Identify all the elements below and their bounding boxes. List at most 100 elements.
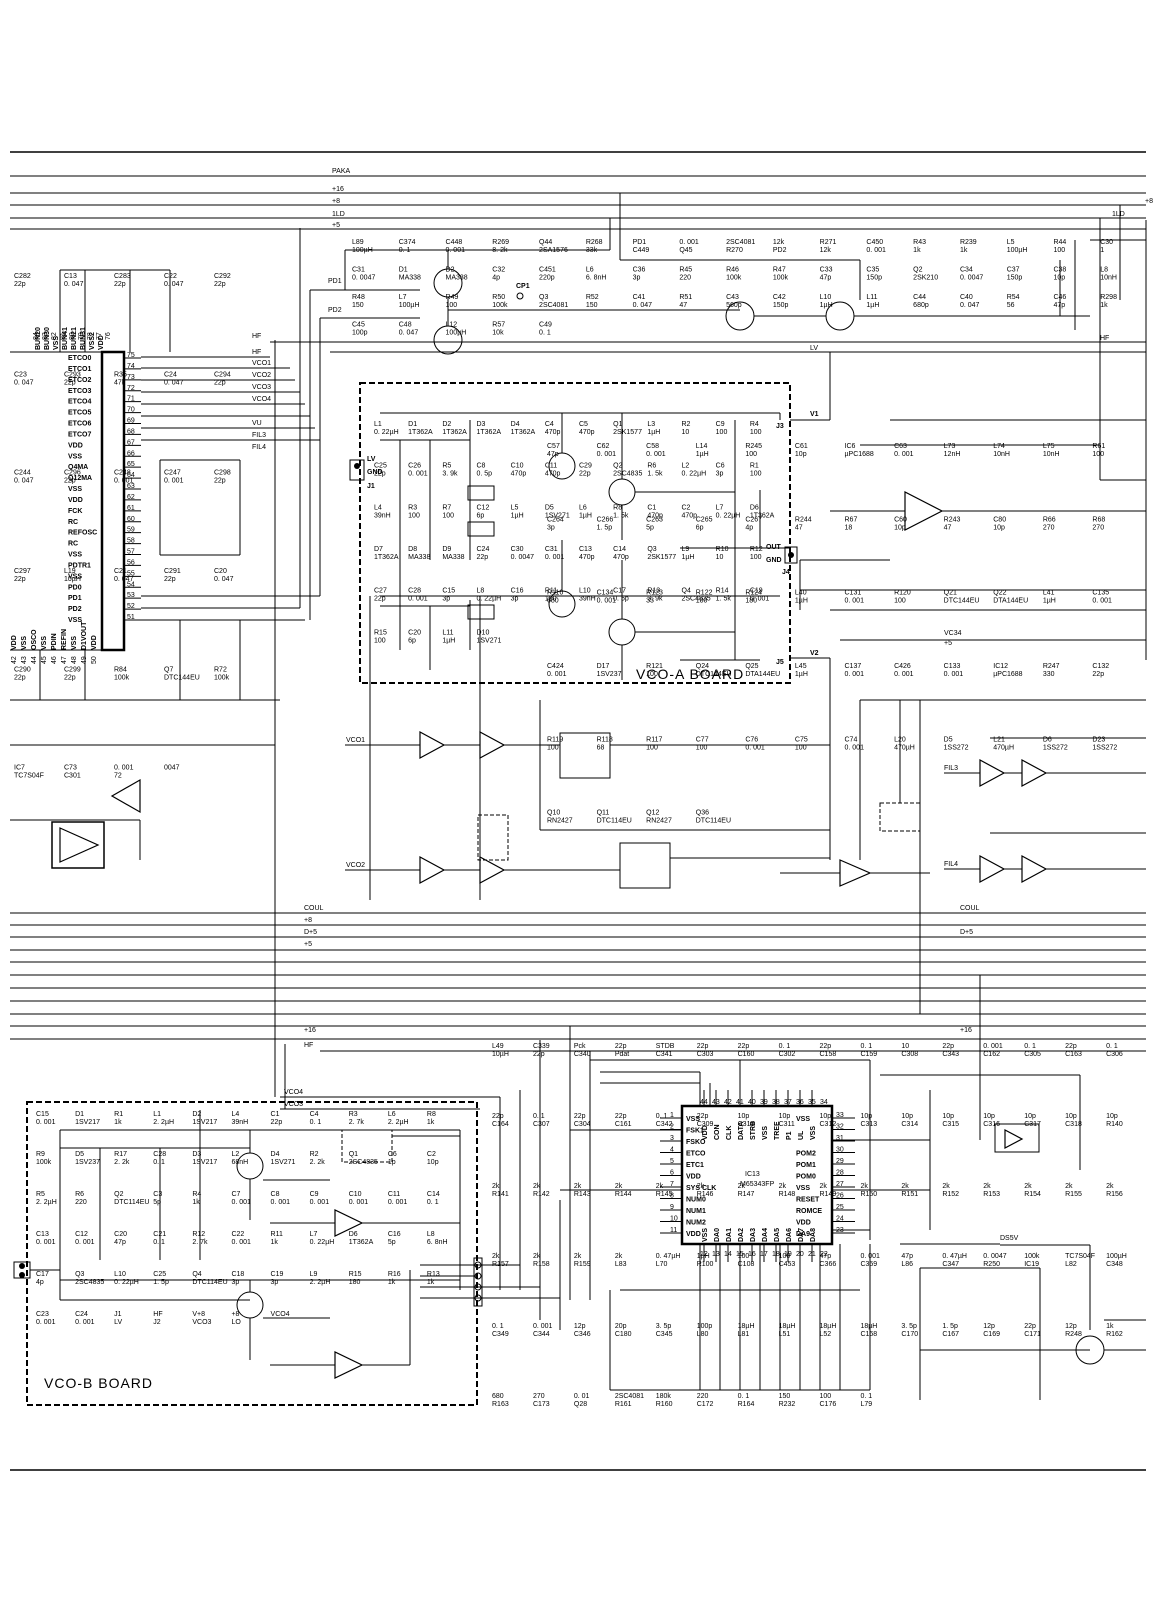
right-part-value: 10nH (993, 451, 1010, 458)
right-part-value: 1SS272 (1092, 744, 1117, 751)
ic-left-top-pin-number: 84 (33, 332, 40, 340)
top-part-value: 1µH (866, 302, 879, 309)
right-part-designator: Q12 (646, 810, 659, 817)
top-part-value: 150p (773, 302, 789, 309)
right-part-designator: Q22 (993, 590, 1006, 597)
right-part-value: DTA144EU (745, 671, 780, 678)
bottom-part-designator: 22p (574, 1113, 586, 1120)
right-part-designator: Q10 (547, 810, 560, 817)
vco-a-part-designator: R4 (750, 421, 759, 428)
vco-b-part-value: J2 (153, 1319, 161, 1326)
vco-a-part-designator: C16 (511, 588, 524, 595)
ic13-bottom-pin-name: DA7 (798, 1228, 805, 1242)
top-part-designator: C37 (1007, 267, 1020, 274)
left-part-value: 22p (14, 281, 26, 288)
vco-b-part-designator: R2 (310, 1151, 319, 1158)
top-part-value: 0. 1 (539, 330, 551, 337)
ic-left-pin-name: ETCO4 (68, 399, 91, 406)
top-part-designator: R57 (492, 322, 505, 329)
bottom-part-designator: 3. 5p (656, 1323, 672, 1330)
bottom-part-value: C346 (574, 1331, 591, 1338)
vco-a-part-designator: C28 (408, 588, 421, 595)
vco-b-part-designator: R17 (114, 1151, 127, 1158)
bottom-part-designator: 22p (697, 1113, 709, 1120)
vco-b-part-value: 0. 001 (271, 1199, 291, 1206)
vco-b-part-designator: C2 (427, 1151, 436, 1158)
bus-label-plus8b: +8 (304, 917, 312, 924)
left-part-designator: C22 (164, 273, 177, 280)
ic13-bottom-pin-number: 16 (748, 1251, 756, 1258)
ic-left-pin-name: PD0 (68, 584, 82, 591)
ic13-bottom-pin-number: 18 (772, 1251, 780, 1258)
top-part-value: 10p (1053, 275, 1065, 282)
right-part-value: RN2427 (646, 818, 672, 825)
vco-a-part-value: 1. 5k (716, 596, 732, 603)
ic13-left-pin-number: 4 (670, 1147, 674, 1154)
vco-a-part-value: 3p (716, 471, 724, 478)
top-part-value: 100µH (1007, 247, 1028, 254)
left-part-designator: L19 (64, 568, 76, 575)
right-part-value: DTC144EU (944, 598, 980, 605)
top-part-designator: L8 (1100, 267, 1108, 274)
bottom-part-value: C340 (574, 1051, 591, 1058)
ic13-top-pin-name: CLK (726, 1126, 733, 1140)
vco-a-part-value: 3. 9k (442, 471, 458, 478)
vco-b-part-designator: R8 (427, 1111, 436, 1118)
vco-b-part-designator: C28 (153, 1151, 166, 1158)
ic13-left-pin-number: 2 (670, 1124, 674, 1131)
right-part-value: 100 (894, 598, 906, 605)
bottom-part-value: R153 (983, 1191, 1000, 1198)
ic-left-pin-number: 75 (127, 352, 135, 359)
bottom-part-designator: 2k (942, 1183, 950, 1190)
bottom-part-designator: 0. 1 (492, 1323, 504, 1330)
ic13-top-pin-name: VDD (702, 1125, 709, 1140)
vco-b-part-designator: C17 (36, 1271, 49, 1278)
right-part-value: 100 (646, 744, 658, 751)
vco-b-part-designator: C7 (231, 1191, 240, 1198)
vco-a-part-value: 6p (408, 637, 416, 644)
bottom-part-designator: 18µH (779, 1323, 796, 1330)
top-part-designator: C30 (1100, 239, 1113, 246)
top-part-value: 220 (679, 275, 691, 282)
tag-fil3: FIL3 (252, 432, 266, 439)
ic-left-pin-number: 61 (127, 505, 135, 512)
right-part-designator: C134 (597, 590, 614, 597)
bottom-part-designator: 2k (1024, 1183, 1032, 1190)
vco-b-part-designator: R4 (192, 1191, 201, 1198)
top-part-value: 560p (726, 302, 742, 309)
bottom-part-value: R147 (738, 1191, 755, 1198)
bottom-part-value: R159 (574, 1261, 591, 1268)
bottom-part-value: C315 (942, 1121, 959, 1128)
bottom-part-value: C318 (1065, 1121, 1082, 1128)
vco-a-part-value: 1T362A (442, 429, 467, 436)
ic13-bottom-pin-name: DA8 (810, 1228, 817, 1242)
vco-a-part-designator: Q3 (647, 546, 656, 553)
ic13-left-pin-name: FSKO (686, 1139, 706, 1146)
vco-a-part-designator: L9 (682, 546, 690, 553)
ic-left-bottom-pin-name: D1VOUT (81, 621, 88, 650)
right-part-value: 33 (646, 598, 654, 605)
left-part-value: 0. 047 (14, 478, 34, 485)
ic-left-pin-name: REFOSC (68, 530, 97, 537)
bottom-part-value: C304 (574, 1121, 591, 1128)
ic-left-pin-number: 74 (127, 363, 135, 370)
ic13-right-pin-name: ROMCE (796, 1208, 822, 1215)
top-part-designator: D2 (446, 267, 455, 274)
bottom-part-value: R163 (492, 1401, 509, 1408)
ic13-left-pin-name: NUM2 (686, 1220, 706, 1227)
vco-b-part-value: 2SC4835 (349, 1159, 378, 1166)
right-part-designator: R123 (646, 590, 663, 597)
right-part-value: 470µH (993, 744, 1014, 751)
ic-left-pin-number: 62 (127, 494, 135, 501)
bottom-part-value: R152 (942, 1191, 959, 1198)
vco-b-part-value: 0. 001 (231, 1239, 251, 1246)
ic-left-pin-name: ETCO5 (68, 410, 91, 417)
left-part-designator: R72 (214, 666, 227, 673)
ic13-left-pin-number: 8 (670, 1193, 674, 1200)
ic13-right-pin-number: 24 (836, 1216, 844, 1223)
bottom-part-value: R232 (779, 1401, 796, 1408)
vco-b-part-value: 0. 001 (36, 1319, 56, 1326)
top-part-designator: R269 (492, 239, 509, 246)
top-part-value: 100k (492, 302, 508, 309)
bottom-part-designator: 10p (1065, 1113, 1077, 1120)
